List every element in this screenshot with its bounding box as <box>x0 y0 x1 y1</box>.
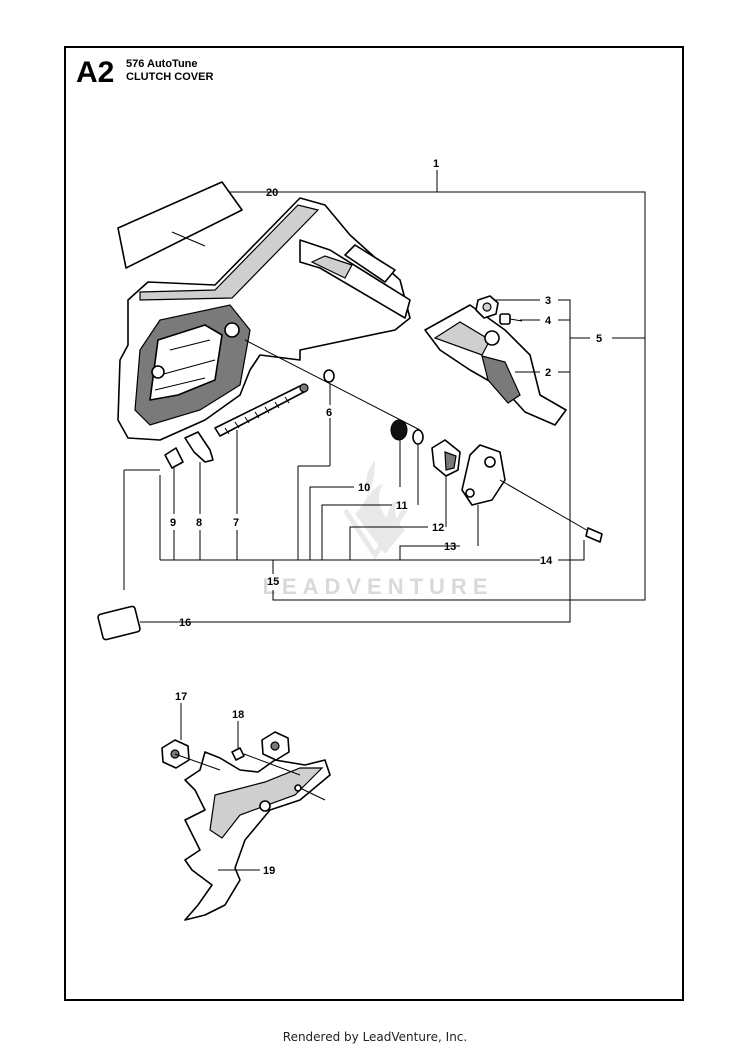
callout-19: 19 <box>263 865 275 877</box>
callout-1: 1 <box>433 158 439 170</box>
callout-4: 4 <box>545 315 552 327</box>
callout-11: 11 <box>396 500 408 512</box>
plate-part <box>461 444 506 506</box>
callout-17: 17 <box>175 691 187 703</box>
callout-2: 2 <box>545 367 551 379</box>
model-name: 576 AutoTune <box>126 58 198 70</box>
nut-right-part <box>261 731 290 761</box>
screw-part <box>499 313 523 325</box>
clutch-cover-part <box>117 197 411 441</box>
callout-16: 16 <box>179 617 191 629</box>
nut-part <box>475 295 499 319</box>
gear-part <box>431 439 461 477</box>
screw-bumper-part <box>231 747 301 776</box>
nut-small-part <box>164 447 184 469</box>
callout-8: 8 <box>196 517 202 529</box>
section-code: A2 <box>76 56 115 89</box>
callout-7: 7 <box>233 517 239 529</box>
callout-18: 18 <box>232 709 244 721</box>
pad-part <box>97 605 141 641</box>
tensioner-cover-part <box>424 304 567 426</box>
callout-9: 9 <box>170 517 176 529</box>
callouts: 1 2 3 4 5 6 7 8 9 10 11 12 13 14 15 16 1… <box>170 158 602 877</box>
callout-3: 3 <box>545 295 551 307</box>
washer-small-part <box>412 429 424 445</box>
callout-12: 12 <box>432 522 444 534</box>
callout-15: 15 <box>267 576 279 588</box>
watermark-text: LEADVENTURE <box>262 574 494 599</box>
spring-part <box>390 419 408 441</box>
decal-part <box>117 181 243 269</box>
callout-13: 13 <box>444 541 456 553</box>
diagram-frame <box>64 46 684 1001</box>
leader-lines <box>123 170 646 871</box>
callout-20: 20 <box>266 187 278 199</box>
watermark-logo-icon <box>342 460 408 560</box>
callout-6: 6 <box>326 407 332 419</box>
assembly-name: CLUTCH COVER <box>126 71 214 83</box>
washer-part <box>323 369 335 383</box>
callout-14: 14 <box>540 555 553 567</box>
callout-5: 5 <box>596 333 602 345</box>
footer-credit: Rendered by LeadVenture, Inc. <box>282 1030 468 1044</box>
screw-small-part <box>585 527 603 543</box>
adjusting-screw-part <box>214 383 309 437</box>
bumper-spike-part <box>184 751 331 921</box>
callout-10: 10 <box>358 482 370 494</box>
pin-part <box>184 431 214 463</box>
